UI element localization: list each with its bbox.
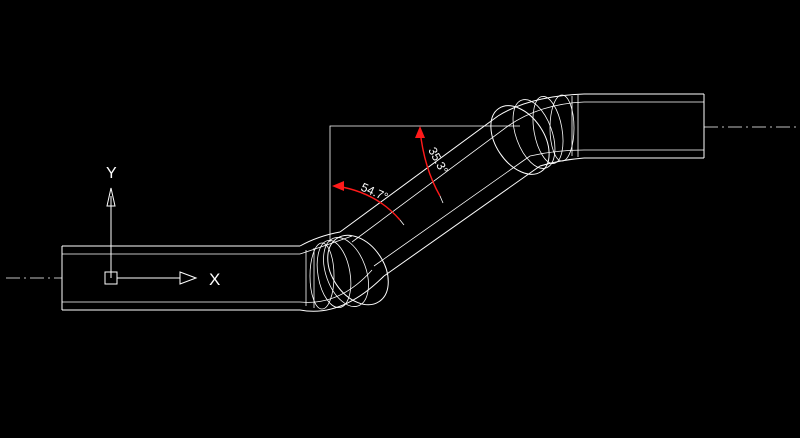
centerline: [6, 126, 796, 279]
angle-dimension-a-text: 54.7°: [359, 180, 391, 204]
ucs-x-label: X: [209, 270, 220, 289]
pipe-bend-upper: [490, 93, 585, 175]
pipe-straight-inclined: [339, 115, 541, 277]
angle-dimension-a[interactable]: 54.7°: [332, 180, 405, 226]
ucs-y-label: Y: [106, 165, 117, 182]
ucs-icon[interactable]: Y X: [104, 165, 220, 289]
pipe-bend-lower: [299, 231, 389, 312]
pipe-straight-right: [584, 93, 705, 159]
construction-box: [329, 125, 520, 242]
pipe-straight-left: [61, 245, 300, 311]
